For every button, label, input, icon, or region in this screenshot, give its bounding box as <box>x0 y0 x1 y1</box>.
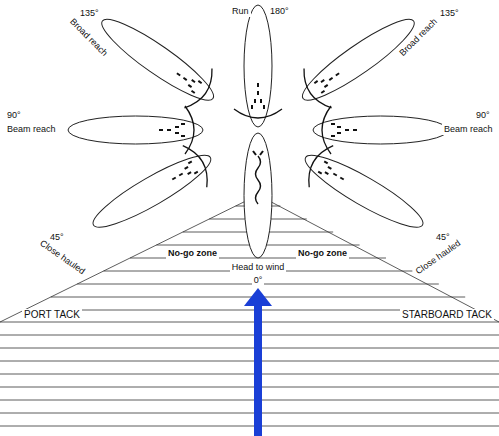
water-line <box>0 426 499 427</box>
sail-point-name: Beam reach <box>442 124 495 135</box>
water-line <box>0 400 499 401</box>
water-line <box>0 413 499 414</box>
water-line <box>0 374 499 375</box>
zone-label: No-go zone <box>296 248 349 259</box>
tack-label: PORT TACK <box>22 309 82 320</box>
sailboat <box>81 137 222 246</box>
angle-label: 135° <box>438 8 461 19</box>
sailboat <box>234 5 282 127</box>
angle-label: 45° <box>434 232 452 243</box>
sail-point-name: Head to wind <box>230 262 287 273</box>
sailboat <box>294 137 435 246</box>
angle-label: 180° <box>268 6 291 17</box>
sailboat <box>68 106 203 154</box>
sailboat <box>89 1 227 118</box>
zone-label: No-go zone <box>166 248 219 259</box>
water-line <box>0 387 499 388</box>
water-line <box>0 335 499 336</box>
sailboat <box>289 1 427 118</box>
sail-point-name: Run <box>230 6 251 17</box>
angle-label: 90° <box>474 110 492 121</box>
tack-label: STARBOARD TACK <box>400 309 494 320</box>
sailboat <box>313 106 448 154</box>
water-line <box>0 361 499 362</box>
angle-label: 90° <box>5 110 23 121</box>
angle-label: 135° <box>78 8 101 19</box>
sail-point-name: Beam reach <box>5 124 58 135</box>
angle-label: 0° <box>252 275 265 286</box>
water-line <box>0 348 499 349</box>
sailboat <box>244 133 272 258</box>
wind-arrow <box>244 288 272 436</box>
water-line <box>0 322 499 323</box>
angle-label: 45° <box>48 232 66 243</box>
